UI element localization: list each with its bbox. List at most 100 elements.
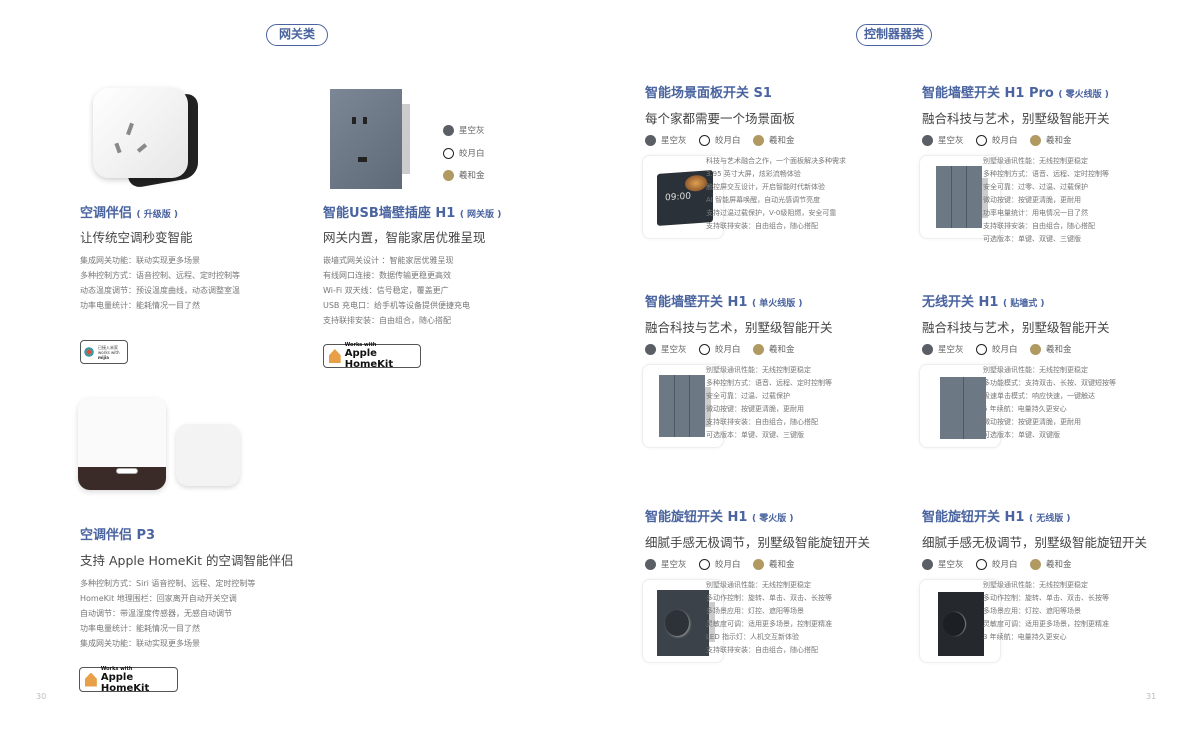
spec-item: 3 年续航：电量持久更安心 <box>983 633 1067 641</box>
spec-item: 可选版本：单键、双键版 <box>983 431 1060 439</box>
spec-item: 动态温度调节：预设温度曲线，动态调整室温 <box>80 286 240 295</box>
usb-socket-image <box>330 89 410 189</box>
product-subtitle: 每个家都需要一个场景面板 <box>645 111 796 126</box>
spec-item: 支持过温过载保护，V-0级阻燃，安全可靠 <box>706 209 837 217</box>
section-label-gateway: 网关类 <box>266 24 328 46</box>
spec-item: 可选版本：单键、双键、三键版 <box>706 431 804 439</box>
spec-item: 极速单击模式：响应快速，一键触达 <box>983 392 1095 400</box>
spec-item: 别墅级通讯性能：无线控制更稳定 <box>706 366 811 374</box>
color-swatch-gold: 羲和金 <box>443 169 485 181</box>
page-number-left: 30 <box>36 692 47 701</box>
spec-item: 多种控制方式：语音控制、远程、定时控制等 <box>80 271 240 280</box>
badge-text: works with <box>98 349 120 355</box>
product-title: 智能墙壁开关 H1 ( 单火线版 ) <box>645 295 803 310</box>
product-image <box>642 579 724 663</box>
section-label-controller: 控制器器类 <box>856 24 932 46</box>
color-swatch-white: 皎月白 <box>976 558 1018 570</box>
badge-text: Works with <box>344 342 377 348</box>
product-subtitle: 融合科技与艺术，别墅级智能开关 <box>645 320 833 335</box>
badge-text: 已接入米家 <box>98 344 118 350</box>
color-swatch-white: 皎月白 <box>699 343 741 355</box>
spec-item: 别墅级通讯性能：无线控制更稳定 <box>983 157 1088 165</box>
badge-text: Apple HomeKit <box>100 671 150 694</box>
product-specs: 别墅级通讯性能：无线控制更稳定多动作控制：旋转、单击、双击、长按等多场景应用：灯… <box>983 579 1109 644</box>
spec-item: LED 指示灯：人机交互新体验 <box>706 633 799 641</box>
product-subtitle: 网关内置，智能家居优雅呈现 <box>323 230 486 245</box>
spec-item: 多动作控制：旋转、单击、双击、长按等 <box>983 594 1109 602</box>
spec-item: 灵敏度可调：适用更多场景，控制更精准 <box>706 620 832 628</box>
spec-item: 多动作控制：旋转、单击、双击、长按等 <box>706 594 832 602</box>
spec-item: 多场景应用：灯控、遮阳等场景 <box>983 607 1081 615</box>
badge-text: mijia <box>98 354 109 360</box>
color-swatch-gold: 羲和金 <box>753 558 795 570</box>
color-swatch-gray: 星空灰 <box>922 558 964 570</box>
spec-item: 别墅级通讯性能：无线控制更稳定 <box>983 581 1088 589</box>
spec-item: 5 年续航：电量持久更安心 <box>983 405 1067 413</box>
spec-item: AI 智能屏幕唤醒，自动光感调节亮度 <box>706 196 821 204</box>
mijia-logo-icon <box>84 346 94 358</box>
spec-item: 支持联排安装：自由组合，随心搭配 <box>983 222 1095 230</box>
color-swatch-white: 皎月白 <box>443 147 485 159</box>
color-swatch-gray: 星空灰 <box>443 124 485 136</box>
ac-companion-p3-image <box>78 398 243 494</box>
spec-item: 支持联排安装：自由组合，随心搭配 <box>323 316 451 325</box>
mijia-badge: 已接入米家 works with mijia <box>80 340 128 364</box>
homekit-house-icon <box>85 672 97 687</box>
product-image <box>919 155 1001 239</box>
color-swatch-gold: 羲和金 <box>1030 343 1072 355</box>
spec-item: 集成网关功能：联动实现更多场景 <box>80 639 200 648</box>
product-subtitle: 细腻手感无极调节，别墅级智能旋钮开关 <box>645 535 871 550</box>
product-image <box>919 579 1001 663</box>
spec-item: 嵌墙式网关设计 ：智能家居优雅呈现 <box>323 256 454 265</box>
color-swatch-gray: 星空灰 <box>922 343 964 355</box>
product-title: 智能旋钮开关 H1 ( 无线版 ) <box>922 510 1071 525</box>
product-specs: 别墅级通讯性能：无线控制更稳定多功能模式：支持双击、长按、双键短按等极速单击模式… <box>983 364 1116 442</box>
spec-item: 安全可靠：过温、过载保护 <box>706 392 790 400</box>
spec-item: 多场景应用：灯控、遮阳等场景 <box>706 607 804 615</box>
spec-item: 多种控制方式：Siri 语音控制、远程、定时控制等 <box>80 579 256 588</box>
color-swatch-gold: 羲和金 <box>1030 558 1072 570</box>
product-image: 09:00 <box>642 155 724 239</box>
product-title: 智能场景面板开关 S1 <box>645 86 772 101</box>
spec-item: 可选版本：单键、双键、三键版 <box>983 235 1081 243</box>
product-specs: 别墅级通讯性能：无线控制更稳定多种控制方式：语音、远程、定时控制等安全可靠：过温… <box>706 364 832 442</box>
product-subtitle: 让传统空调秒变智能 <box>80 230 193 245</box>
homekit-house-icon <box>329 349 341 363</box>
spec-item: 触控屏交互设计，开启智能时代新体验 <box>706 183 825 191</box>
spec-item: 微动按键：按键更清脆，更耐用 <box>983 196 1081 204</box>
product-title: 空调伴侣 P3 <box>80 528 156 543</box>
product-specs: 科技与艺术融合之作，一个面板解决多种需求 3.95 英寸大屏，炫彩流畅体验触控屏交… <box>706 155 846 233</box>
color-swatch-gold: 羲和金 <box>1030 134 1072 146</box>
spec-item: 自动调节：带温湿度传感器，无感自动调节 <box>80 609 232 618</box>
spec-item: Wi-Fi 双天线：信号稳定，覆盖更广 <box>323 286 449 295</box>
color-swatch-white: 皎月白 <box>976 343 1018 355</box>
spec-item: 科技与艺术融合之作，一个面板解决多种需求 <box>706 157 846 165</box>
spec-item: 多功能模式：支持双击、长按、双键短按等 <box>983 379 1116 387</box>
spec-item: 3.95 英寸大屏，炫彩流畅体验 <box>706 170 801 178</box>
spec-item: HomeKit 地理围栏：回家离开自动开关空调 <box>80 594 237 603</box>
spec-item: 有线网口连接：数据传输更稳更高效 <box>323 271 451 280</box>
color-swatch-white: 皎月白 <box>699 558 741 570</box>
badge-text: Works with <box>100 665 133 672</box>
screen-clock: 09:00 <box>665 191 691 204</box>
spec-item: 灵敏度可调：适用更多场景，控制更精准 <box>983 620 1109 628</box>
product-title: 空调伴侣 ( 升级版 ) <box>80 206 179 221</box>
spec-item: 别墅级通讯性能：无线控制更稳定 <box>706 581 811 589</box>
product-image <box>642 364 724 448</box>
spec-item: 安全可靠：过零、过温、过载保护 <box>983 183 1088 191</box>
product-subtitle: 支持 Apple HomeKit 的空调智能伴侣 <box>80 553 294 568</box>
product-title: 无线开关 H1 ( 贴墙式 ) <box>922 295 1045 310</box>
color-swatch-gold: 羲和金 <box>753 343 795 355</box>
page-number-right: 31 <box>1146 692 1157 701</box>
badge-text: Apple HomeKit <box>344 348 394 370</box>
spec-item: 功率电量统计：能耗情况一目了然 <box>80 301 200 310</box>
product-specs: 多种控制方式：Siri 语音控制、远程、定时控制等 HomeKit 地理围栏：回… <box>80 576 255 651</box>
spec-item: 支持联排安装：自由组合，随心搭配 <box>706 646 818 654</box>
spec-item: 多种控制方式：语音、远程、定时控制等 <box>706 379 832 387</box>
color-swatch-gray: 星空灰 <box>645 134 687 146</box>
product-subtitle: 融合科技与艺术，别墅级智能开关 <box>922 111 1110 126</box>
product-specs: 别墅级通讯性能：无线控制更稳定多动作控制：旋转、单击、双击、长按等多场景应用：灯… <box>706 579 832 657</box>
color-swatch-gray: 星空灰 <box>645 343 687 355</box>
spec-item: 功率电量统计：能耗情况一目了然 <box>80 624 200 633</box>
